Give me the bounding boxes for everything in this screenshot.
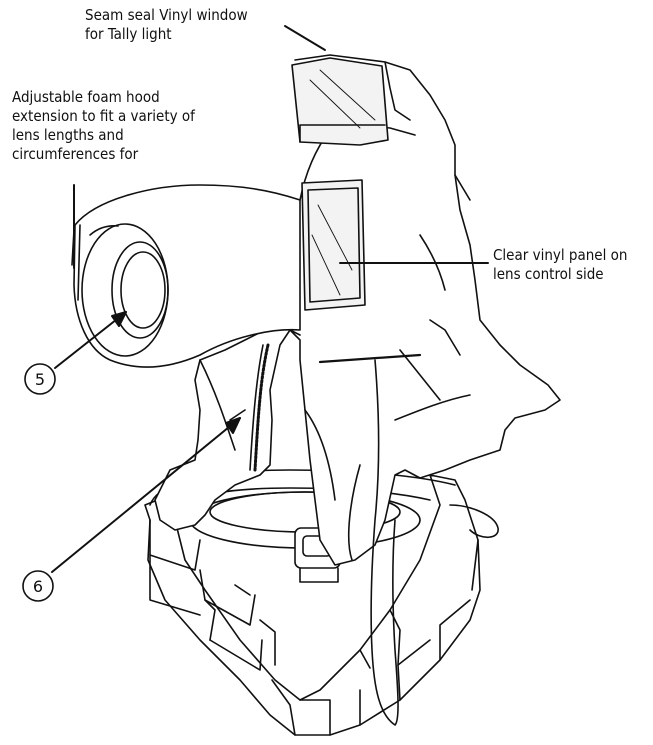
callout-foam-hood-line-2: extension to fit a variety of — [12, 107, 195, 125]
callout-tally-window-line-2: for Tally light — [85, 25, 172, 43]
callout-vinyl-panel-line-1: Clear vinyl panel on — [493, 246, 628, 264]
callout-foam-hood-line-4: circumferences for — [12, 145, 139, 163]
marker-5: 5 — [24, 363, 56, 395]
callout-foam-hood-line-3: lens lengths and — [12, 126, 124, 144]
callout-tally-window: Seam seal Vinyl window for Tally light — [85, 6, 248, 44]
marker-5-label: 5 — [35, 370, 45, 389]
callout-tally-window-line-1: Seam seal Vinyl window — [85, 6, 248, 24]
callout-vinyl-panel: Clear vinyl panel on lens control side — [493, 246, 627, 284]
callout-vinyl-panel-line-2: lens control side — [493, 265, 604, 283]
callout-foam-hood-line-1: Adjustable foam hood — [12, 88, 160, 106]
marker-6: 6 — [22, 570, 54, 602]
leader-lines — [51, 25, 489, 573]
marker-6-label: 6 — [33, 577, 43, 596]
rain-cover-body — [71, 54, 561, 726]
callout-foam-hood: Adjustable foam hood extension to fit a … — [12, 88, 195, 164]
